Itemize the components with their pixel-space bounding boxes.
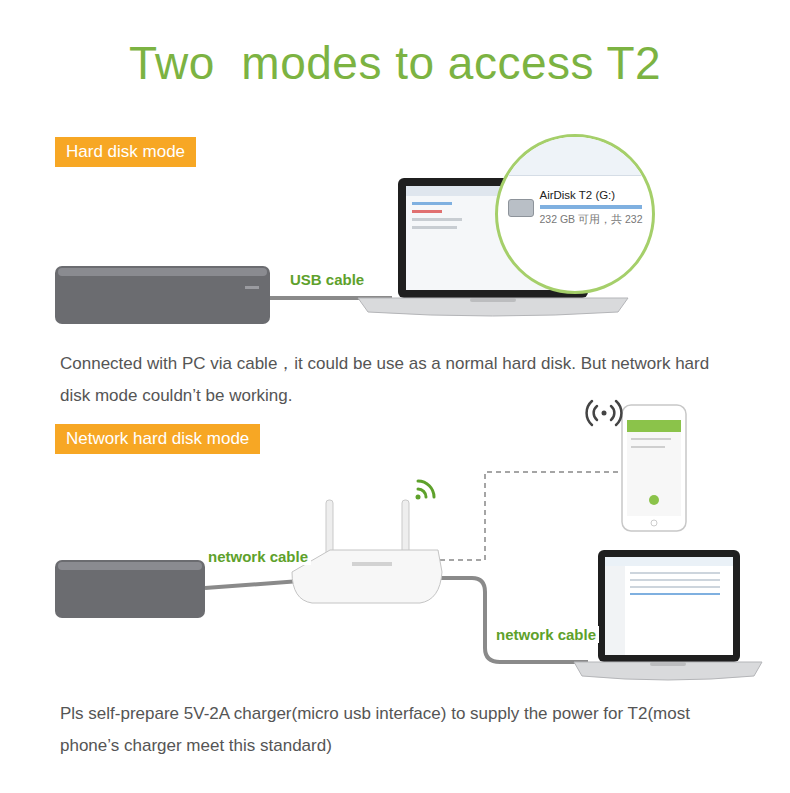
phone [622, 405, 686, 531]
ui-line [630, 579, 720, 581]
drive-logo [245, 286, 259, 289]
ui-line [630, 586, 720, 588]
router-logo [352, 562, 392, 566]
band-text: Network hard disk mode [66, 429, 249, 448]
drive-entry: AirDisk T2 (G:) 232 GB 可用，共 232 [498, 189, 652, 227]
wireless-link [440, 472, 620, 560]
ui-line [412, 218, 462, 221]
phone-body [622, 405, 686, 531]
band-text: Hard disk mode [66, 142, 185, 161]
network-cable [205, 581, 300, 588]
laptop-screen-frame [598, 550, 740, 662]
phone-screen [627, 420, 681, 516]
laptop [574, 550, 762, 680]
router-body [292, 550, 442, 603]
wifi-arc [587, 401, 592, 425]
ui-line [630, 593, 720, 595]
note-text: Connected with PC via cable，it could be … [60, 348, 740, 412]
drive-text: AirDisk T2 (G:) 232 GB 可用，共 232 [540, 189, 643, 227]
ui-line [412, 210, 442, 213]
ui-line [412, 226, 457, 229]
laptop-notch [470, 298, 516, 302]
laptop-base [358, 298, 628, 316]
cable-label: USB cable [287, 271, 367, 288]
network-cable [438, 578, 588, 662]
wifi-dot [416, 495, 421, 500]
wifi-arc [594, 406, 597, 420]
ui-line [631, 446, 665, 448]
drive-body [55, 560, 205, 618]
cable-label: network cable [205, 548, 311, 565]
app-header [627, 420, 681, 432]
ui-line [412, 202, 452, 205]
laptop-notch [650, 662, 686, 666]
drive-name: AirDisk T2 (G:) [540, 189, 616, 201]
wifi-dot [602, 411, 607, 416]
laptop-base [574, 662, 762, 680]
wifi-arc [418, 481, 434, 497]
drive-edge [58, 562, 202, 570]
drive-body [55, 266, 270, 324]
drive-capacity: 232 GB 可用，共 232 [540, 213, 643, 227]
sidebar [605, 566, 625, 655]
note-text: Pls self-prepare 5V-2A charger(micro usb… [60, 698, 740, 762]
capacity-bar [540, 205, 643, 209]
hard-drive [55, 560, 205, 618]
wifi-symbol [416, 481, 435, 500]
ui-line [630, 572, 720, 574]
wifi-arc [616, 401, 621, 425]
zoom-callout: AirDisk T2 (G:) 232 GB 可用，共 232 [495, 134, 655, 294]
router [292, 500, 442, 603]
wifi-arc [418, 489, 426, 497]
app-button [649, 495, 659, 505]
diagram-title: Two modes to access T2 [0, 36, 790, 90]
home-button [651, 520, 657, 526]
window-header [498, 137, 655, 176]
drive-icon [508, 199, 534, 217]
drive-edge [58, 268, 267, 276]
mode-band: Hard disk mode [55, 137, 196, 167]
cable-label: network cable [493, 626, 599, 643]
wifi-symbol [587, 401, 622, 425]
wifi-arc [611, 406, 614, 420]
hard-drive [55, 266, 270, 324]
window-bar [605, 557, 733, 566]
mode-band: Network hard disk mode [55, 424, 260, 454]
laptop-screen [605, 557, 733, 655]
ui-line [631, 438, 671, 440]
